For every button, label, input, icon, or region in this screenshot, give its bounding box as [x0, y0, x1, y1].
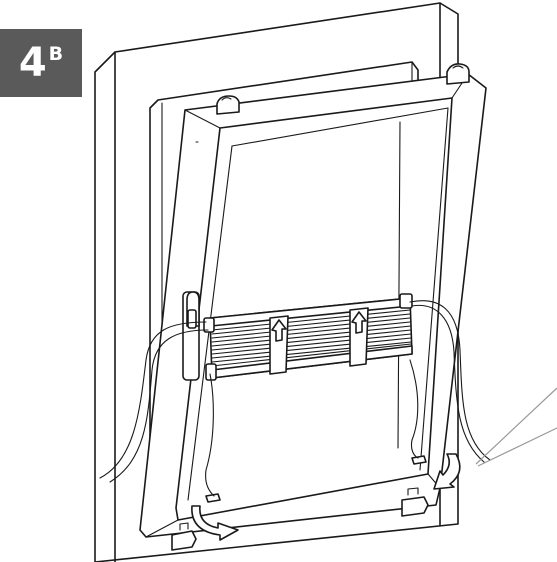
clip-icon [446, 63, 470, 85]
leader-lines [475, 387, 557, 467]
clip-icon [171, 522, 197, 551]
clip-icon [401, 487, 429, 517]
step-number: 4 [18, 40, 47, 86]
clip-icon [205, 493, 221, 503]
step-badge: 4 B [0, 29, 82, 97]
window-handle-icon [182, 291, 200, 381]
step-suffix: B [48, 43, 64, 65]
clip-icon [411, 455, 427, 465]
rotate-arrow-icon [433, 453, 461, 490]
clip-icon [216, 95, 240, 115]
tension-cord [99, 300, 491, 497]
arrow-up-icon [349, 307, 369, 367]
rotate-arrow-icon [191, 505, 239, 541]
arrow-up-icon [269, 315, 289, 375]
